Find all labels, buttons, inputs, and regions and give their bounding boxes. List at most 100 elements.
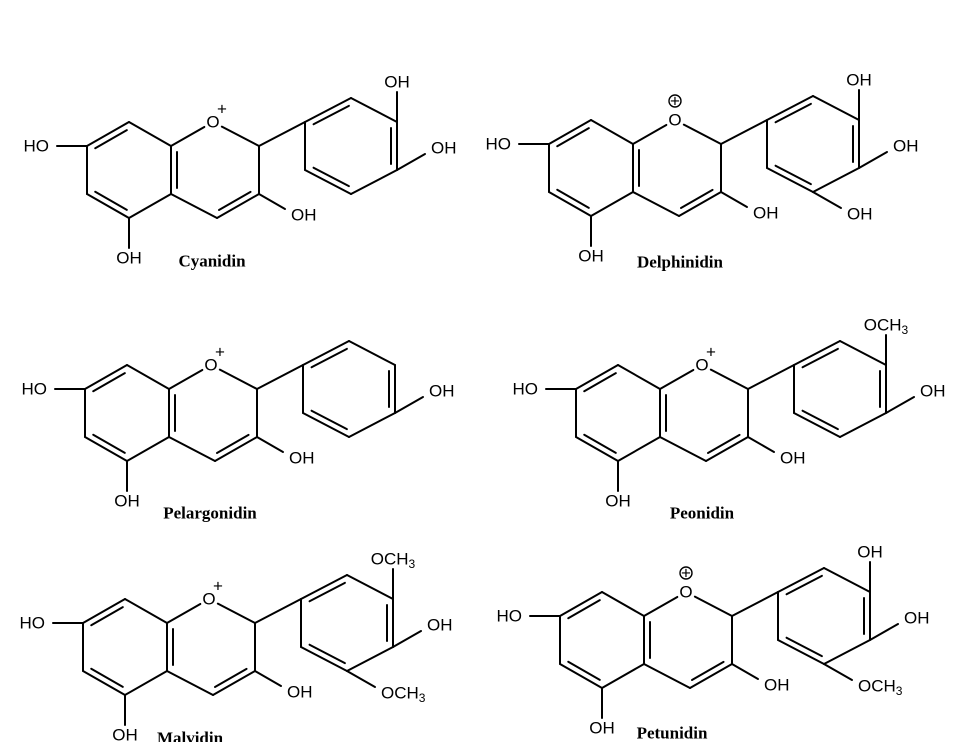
double-bond-line: [217, 190, 252, 211]
substituent-bond: [869, 623, 899, 641]
substituent-label: OH: [846, 71, 872, 90]
bond: [678, 191, 722, 217]
ring-oxygen-label: O: [206, 113, 219, 132]
bond: [86, 193, 130, 219]
bond: [170, 193, 218, 219]
substituent-label: OH: [893, 137, 919, 156]
double-bond-line: [774, 164, 812, 186]
substituent-label: OH: [605, 492, 631, 511]
bond: [682, 123, 722, 145]
bond: [720, 119, 768, 145]
bond: [124, 598, 168, 624]
bond: [632, 191, 680, 217]
compound-name: Delphinidin: [637, 253, 724, 272]
double-bond-line: [90, 667, 124, 688]
substituent-bond: [858, 151, 888, 169]
bond: [346, 574, 394, 600]
substituent-label: OH: [847, 205, 873, 224]
bond: [84, 436, 128, 462]
double-bond-line: [774, 102, 812, 124]
bond: [632, 123, 668, 145]
bond: [302, 412, 350, 438]
charge-label: +: [215, 343, 225, 362]
double-bond-line: [785, 636, 823, 658]
bond: [590, 191, 634, 217]
bond: [839, 340, 887, 366]
bond: [348, 340, 396, 366]
compound-name: Malvidin: [157, 729, 224, 742]
substituent-label: HO: [22, 380, 48, 399]
double-bond-line: [567, 660, 601, 681]
bond: [793, 412, 841, 438]
ring-oxygen-label: O: [204, 356, 217, 375]
double-bond-line: [213, 667, 248, 688]
substituent-label: HO: [486, 135, 512, 154]
bond: [823, 639, 871, 665]
substituent-bond: [346, 670, 376, 688]
double-bond-line: [308, 643, 346, 665]
bond: [601, 663, 645, 689]
bond: [84, 364, 128, 390]
charge-label: +: [706, 343, 716, 362]
circled-charge-ring: [679, 566, 693, 580]
substituent-bond: [720, 191, 748, 208]
bond: [220, 125, 260, 147]
substituent-label: OH: [384, 73, 410, 92]
substituent-label: OH: [427, 616, 453, 635]
bond: [731, 591, 779, 617]
bond: [747, 364, 795, 390]
ring-oxygen-label: O: [695, 356, 708, 375]
bond: [166, 602, 202, 624]
substituent-label: OH: [287, 683, 313, 702]
substituent-label: HO: [20, 614, 46, 633]
substituent-label: OCH3: [858, 677, 903, 699]
substituent-label: HO: [497, 607, 523, 626]
bond: [254, 598, 302, 624]
substituent-label: OH: [116, 249, 142, 268]
bond: [548, 191, 592, 217]
substituent-label: OH: [764, 676, 790, 695]
double-bond-line: [90, 606, 124, 627]
bond: [766, 95, 814, 121]
substituent-label: OH: [857, 543, 883, 562]
substituent-bond: [256, 436, 284, 453]
substituent-label: OH: [904, 609, 930, 628]
bond: [126, 436, 170, 462]
substituent-bond: [392, 630, 422, 648]
bond: [777, 639, 825, 665]
bond: [168, 368, 204, 390]
substituent-bond: [823, 663, 853, 681]
double-bond-line: [556, 188, 590, 209]
bond: [793, 340, 841, 366]
substituent-label: OH: [753, 204, 779, 223]
substituent-bond: [731, 663, 759, 680]
substituent-label: OH: [289, 449, 315, 468]
double-bond-line: [308, 581, 346, 603]
double-bond-line: [312, 104, 350, 126]
bond: [839, 412, 887, 438]
charge-label: +: [213, 577, 223, 596]
bond: [128, 121, 172, 147]
double-bond-line: [310, 347, 348, 369]
bond: [548, 119, 592, 145]
double-bond-line: [785, 574, 823, 596]
bond: [258, 121, 306, 147]
double-bond-line: [567, 599, 601, 620]
ring-oxygen-label: O: [202, 590, 215, 609]
bond: [124, 670, 168, 696]
double-bond-line: [92, 433, 126, 454]
compound-name: Peonidin: [670, 504, 735, 523]
double-bond-line: [583, 372, 617, 393]
double-bond-line: [679, 188, 714, 209]
substituent-label: OH: [291, 206, 317, 225]
ring-oxygen-label: O: [679, 583, 692, 602]
bond: [300, 646, 348, 672]
bond: [350, 97, 398, 123]
substituent-bond: [747, 436, 775, 453]
bond: [601, 591, 645, 617]
substituent-label: HO: [24, 137, 50, 156]
